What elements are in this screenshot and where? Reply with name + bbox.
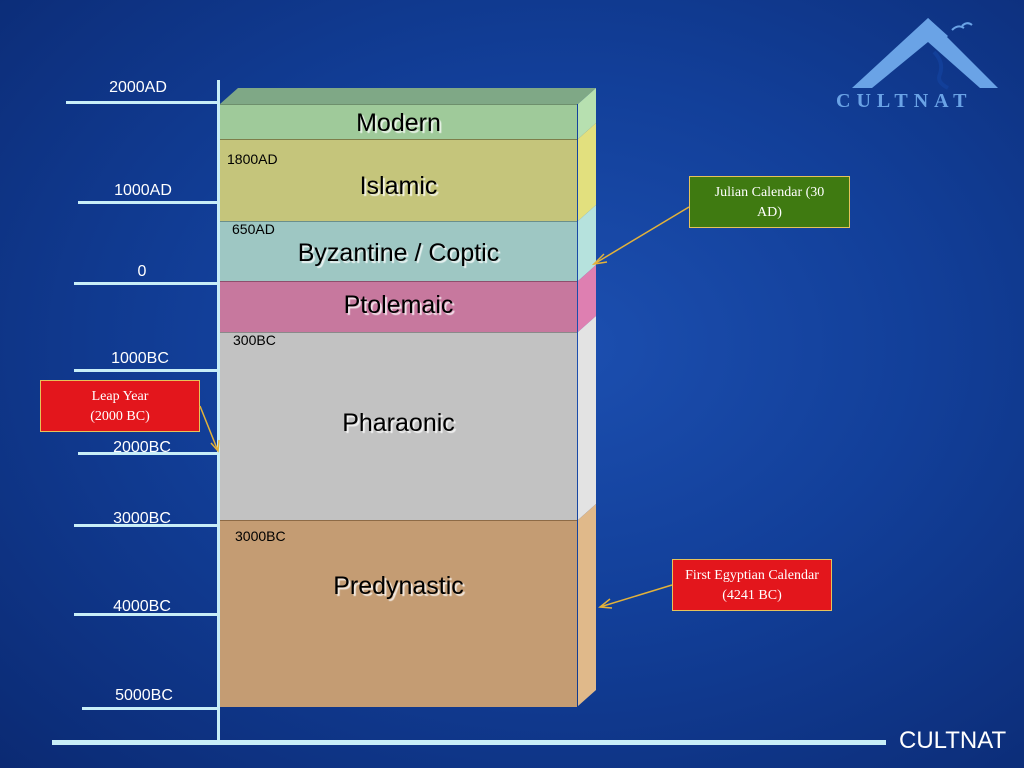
modern-side-face bbox=[578, 88, 596, 139]
byzantine-side-face bbox=[578, 205, 596, 281]
logo-text: CULTNAT bbox=[836, 90, 973, 112]
tick-label-5000bc: 5000BC bbox=[115, 687, 173, 704]
tick-label-4000bc: 4000BC bbox=[113, 598, 171, 615]
tick-label-2000ad: 2000AD bbox=[109, 79, 167, 96]
period-islamic-label: Islamic bbox=[359, 172, 438, 200]
arrow-julian-calendar-head bbox=[591, 253, 608, 266]
islamic-side-face bbox=[578, 123, 596, 221]
callout-julian-calendar: Julian Calendar (30 AD) bbox=[689, 176, 850, 228]
arrow-first-egyptian-calendar-head bbox=[598, 598, 613, 609]
arrow-leap-year bbox=[199, 405, 219, 452]
period-predynastic: Predynastic bbox=[220, 520, 577, 707]
footer-brand: CULTNAT bbox=[899, 727, 1007, 754]
tick-line bbox=[74, 613, 218, 616]
tick-line bbox=[66, 101, 218, 104]
tick-line bbox=[78, 201, 218, 204]
period-modern-label: Modern bbox=[356, 109, 441, 137]
arrow-julian-calendar bbox=[593, 206, 690, 265]
timeline-axis bbox=[217, 80, 220, 740]
footer-rule bbox=[52, 740, 886, 745]
tick-label-0: 0 bbox=[137, 263, 147, 280]
ptolemaic-side-face bbox=[578, 265, 596, 332]
date-label-650ad: 650AD bbox=[232, 221, 275, 237]
period-ptolemaic: Ptolemaic bbox=[220, 281, 577, 333]
period-byzantine-coptic-label: Byzantine / Coptic bbox=[297, 239, 500, 267]
tick-label-3000bc: 3000BC bbox=[113, 510, 171, 527]
cultnat-logo: CULTNAT bbox=[830, 12, 1020, 112]
callout-first-egyptian-calendar: First Egyptian Calendar (4241 BC) bbox=[672, 559, 832, 611]
period-predynastic-label: Predynastic bbox=[333, 572, 464, 600]
tick-label-2000bc: 2000BC bbox=[113, 439, 171, 456]
period-pharaonic: Pharaonic bbox=[220, 332, 577, 521]
date-label-1800ad: 1800AD bbox=[227, 151, 278, 167]
period-pharaonic-label: Pharaonic bbox=[342, 409, 455, 437]
callout-leap-year: Leap Year (2000 BC) bbox=[40, 380, 200, 432]
tick-line bbox=[74, 524, 218, 527]
pharaonic-side-face bbox=[578, 316, 596, 520]
tick-label-1000ad: 1000AD bbox=[114, 182, 172, 199]
tick-line bbox=[74, 369, 218, 372]
tick-line bbox=[78, 452, 218, 455]
date-label-300bc: 300BC bbox=[233, 332, 276, 348]
modern-top-face bbox=[220, 88, 596, 104]
tick-label-1000bc: 1000BC bbox=[111, 350, 169, 367]
period-byzantine-coptic: Byzantine / Coptic bbox=[220, 221, 577, 282]
period-islamic: Islamic bbox=[220, 139, 577, 222]
predynastic-side-face bbox=[578, 504, 596, 706]
period-ptolemaic-label: Ptolemaic bbox=[343, 291, 454, 319]
period-modern: Modern bbox=[220, 104, 577, 140]
mountain-logo-icon bbox=[852, 18, 998, 90]
arrow-leap-year-head bbox=[210, 439, 220, 453]
tick-line bbox=[82, 707, 218, 710]
arrow-first-egyptian-calendar bbox=[599, 584, 673, 608]
tick-line bbox=[74, 282, 218, 285]
date-label-3000bc: 3000BC bbox=[235, 528, 286, 544]
